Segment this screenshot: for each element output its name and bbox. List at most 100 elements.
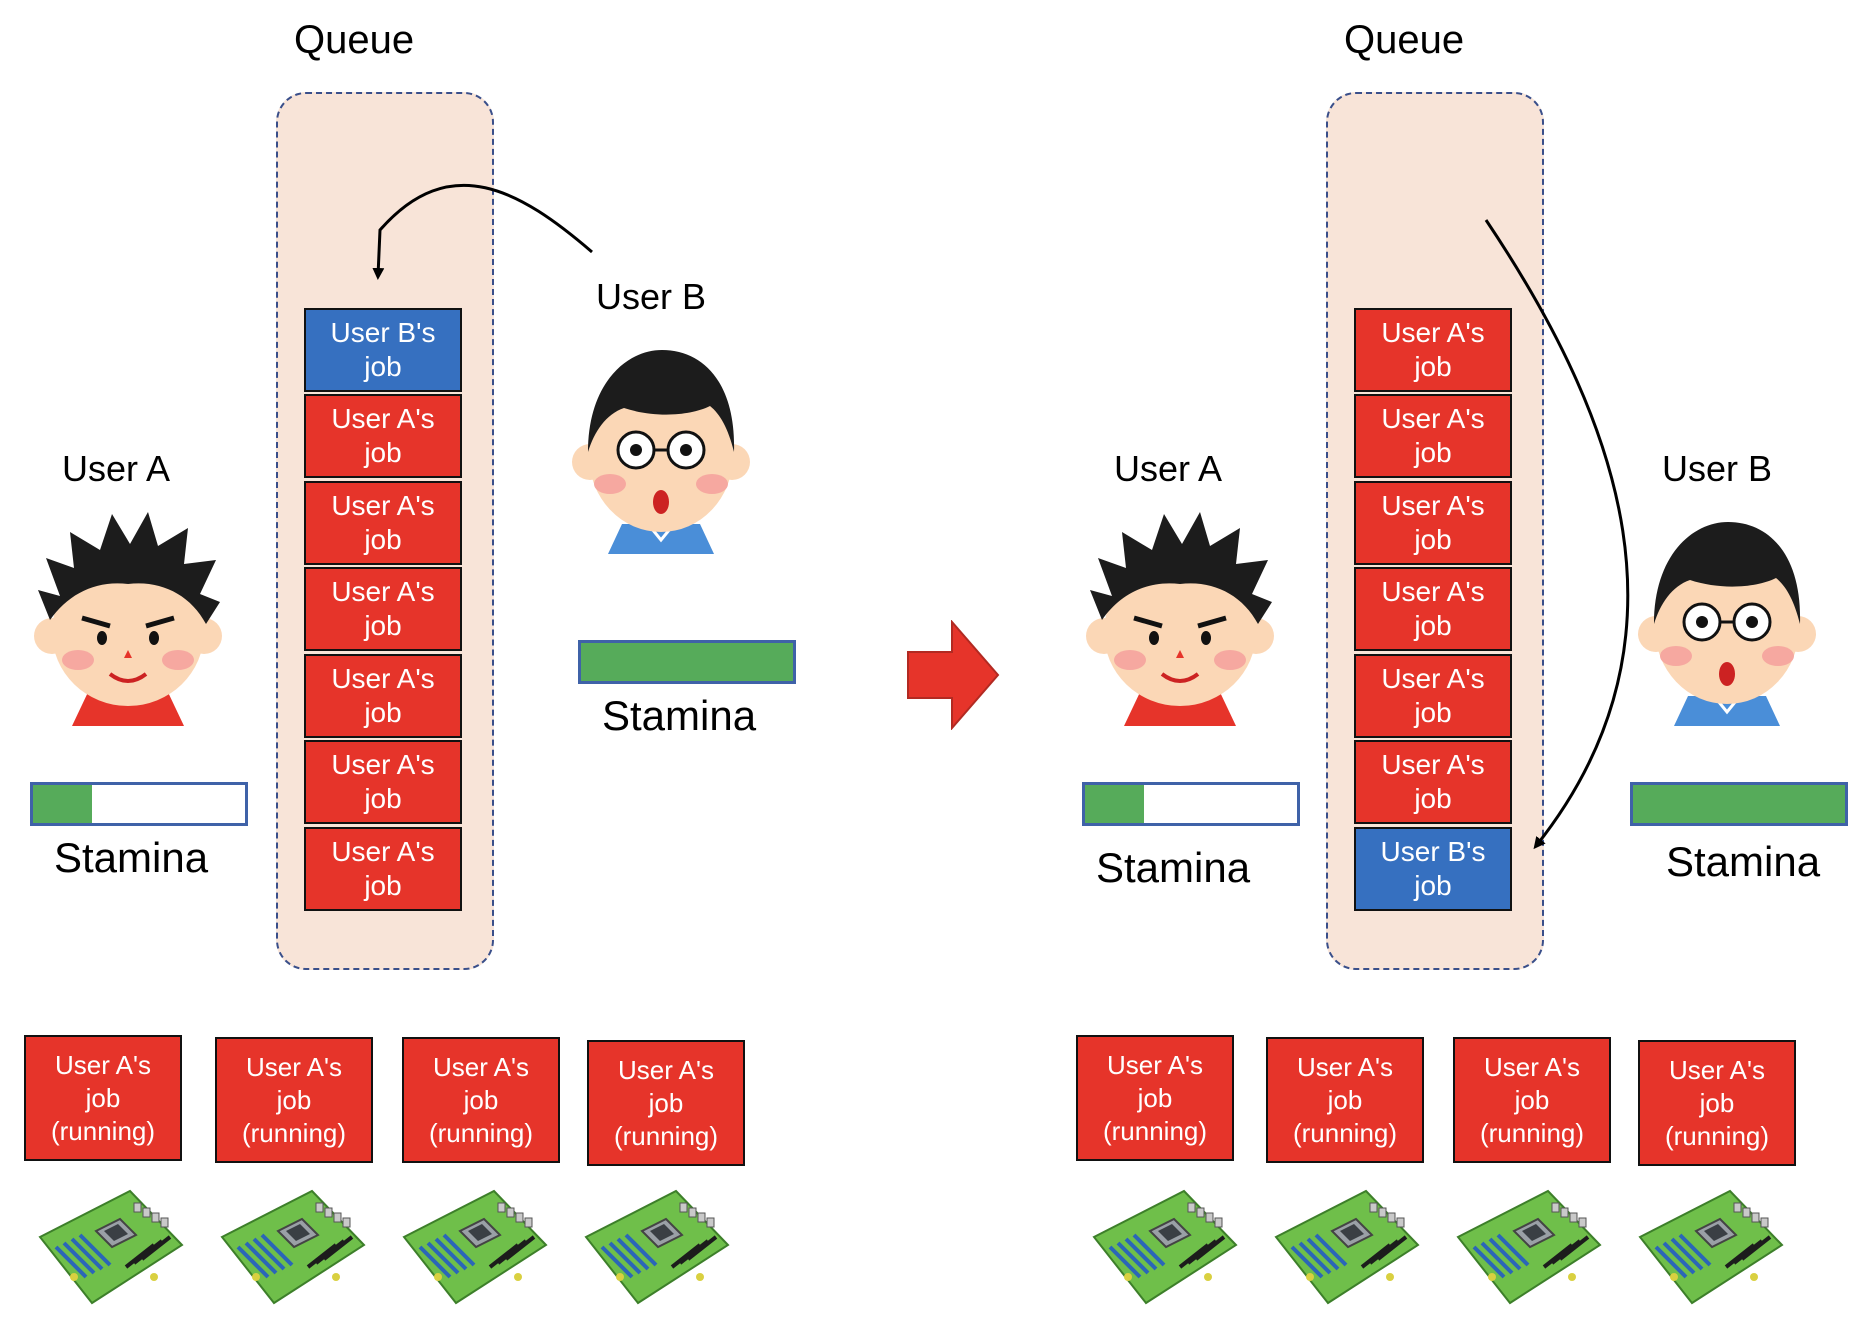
- user-a-stamina-bar: [30, 782, 248, 826]
- running-job-owner-label: User A's: [55, 1049, 151, 1080]
- user-a-stamina-label: Stamina: [54, 834, 209, 881]
- running-job-label: job: [648, 1087, 684, 1118]
- running-job-owner-label: User A's: [618, 1054, 714, 1085]
- queue-job-label: job: [1414, 783, 1452, 814]
- user-b-glasses-icon: [1638, 522, 1816, 726]
- user-b-job-reorder-arrow: [1484, 219, 1630, 850]
- running-job-owner-label: User A's: [1107, 1049, 1203, 1080]
- queue-job-label: job: [1414, 351, 1452, 382]
- queue-job-label: job: [364, 610, 402, 641]
- queue-job-owner-label: User A's: [1381, 317, 1485, 348]
- running-job-label: job: [1137, 1082, 1173, 1113]
- queue-job-owner-label: User B's: [330, 317, 436, 348]
- running-job-label: job: [1699, 1087, 1735, 1118]
- queue-job-label: job: [1414, 524, 1452, 555]
- running-job-status: (running): [613, 1120, 719, 1151]
- user-b-stamina-label: Stamina: [1666, 838, 1821, 885]
- motherboard-icon: [220, 1189, 366, 1305]
- stamina-fill: [33, 785, 93, 823]
- motherboard-icon: [402, 1189, 548, 1305]
- running-job-owner-label: User A's: [246, 1051, 342, 1082]
- queue-job-label: job: [364, 351, 402, 382]
- user-a-name: User A: [62, 448, 171, 489]
- queue-job-owner-label: User A's: [1381, 749, 1485, 780]
- stamina-fill: [1633, 785, 1845, 823]
- queue-job-owner-label: User A's: [331, 749, 435, 780]
- queue-title: Queue: [1344, 18, 1465, 62]
- running-job-owner-label: User A's: [1297, 1051, 1393, 1082]
- user-a-stamina-label: Stamina: [1096, 844, 1251, 891]
- user-a-boy-icon: [34, 512, 222, 726]
- queue-job-owner-label: User A's: [331, 836, 435, 867]
- queue-job-label: job: [364, 437, 402, 468]
- queue-job-owner-label: User B's: [1380, 836, 1486, 867]
- running-job-owner-label: User A's: [1484, 1051, 1580, 1082]
- user-a-stamina-bar: [1082, 782, 1300, 826]
- running-job-owner-label: User A's: [433, 1051, 529, 1082]
- queue-job-owner-label: User A's: [1381, 403, 1485, 434]
- queue-job-label: job: [364, 870, 402, 901]
- running-job-status: (running): [241, 1117, 347, 1148]
- running-job-owner-label: User A's: [1669, 1054, 1765, 1085]
- queue-job-owner-label: User A's: [1381, 663, 1485, 694]
- user-b-stamina-label: Stamina: [602, 692, 757, 739]
- stamina-fill: [1085, 785, 1145, 823]
- motherboard-icon: [38, 1189, 184, 1305]
- running-job-status: (running): [1479, 1117, 1585, 1148]
- running-job-label: job: [1327, 1084, 1363, 1115]
- queue-job-label: job: [1414, 870, 1452, 901]
- running-job-label: job: [1514, 1084, 1550, 1115]
- queue-job-owner-label: User A's: [331, 663, 435, 694]
- user-a-boy-icon: [1086, 512, 1274, 726]
- user-b-name: User B: [1662, 448, 1773, 489]
- motherboard-icon: [1274, 1189, 1420, 1305]
- user-b-stamina-bar: [1630, 782, 1848, 826]
- user-a-name: User A: [1114, 448, 1223, 489]
- motherboard-icon: [584, 1189, 730, 1305]
- queue-job-label: job: [1414, 437, 1452, 468]
- user-b-stamina-bar: [578, 640, 796, 684]
- queue-job-label: job: [364, 697, 402, 728]
- queue-job-label: job: [364, 783, 402, 814]
- queue-job-label: job: [1414, 610, 1452, 641]
- motherboard-icon: [1638, 1189, 1784, 1305]
- motherboard-icon: [1456, 1189, 1602, 1305]
- transition-arrow-icon: [907, 620, 1000, 730]
- running-job-status: (running): [428, 1117, 534, 1148]
- queue-job-owner-label: User A's: [1381, 490, 1485, 521]
- motherboard-icon: [1092, 1189, 1238, 1305]
- running-job-status: (running): [1664, 1120, 1770, 1151]
- user-b-name: User B: [596, 276, 707, 317]
- queue-job-label: job: [364, 524, 402, 555]
- queue-job-owner-label: User A's: [331, 490, 435, 521]
- user-b-glasses-icon: [572, 350, 750, 554]
- running-job-label: job: [85, 1082, 121, 1113]
- queue-job-label: job: [1414, 697, 1452, 728]
- queue-job-owner-label: User A's: [1381, 576, 1485, 607]
- running-job-label: job: [463, 1084, 499, 1115]
- user-b-job-insert-arrow: [372, 183, 593, 280]
- running-job-status: (running): [50, 1115, 156, 1146]
- queue-job-owner-label: User A's: [331, 403, 435, 434]
- queue-title: Queue: [294, 18, 415, 62]
